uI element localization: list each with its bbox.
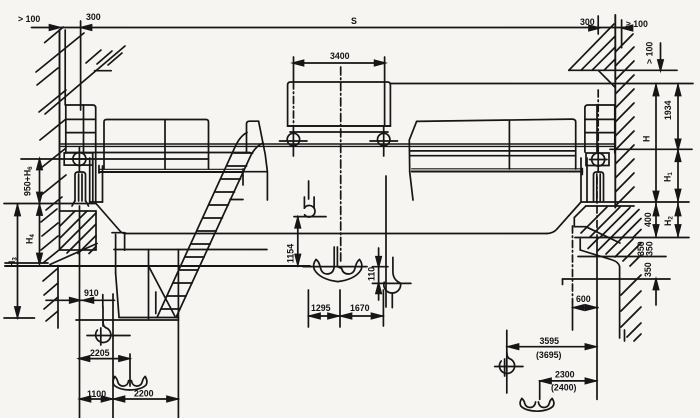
svg-text:910: 910 (84, 288, 99, 298)
svg-text:(2400): (2400) (551, 383, 576, 393)
svg-text:1100: 1100 (87, 389, 106, 399)
svg-text:300: 300 (580, 17, 595, 27)
svg-text:600: 600 (576, 294, 591, 304)
svg-text:(3695): (3695) (536, 350, 561, 360)
svg-text:1934: 1934 (663, 100, 673, 120)
svg-text:1154: 1154 (286, 244, 296, 263)
svg-text:≥ 100: ≥ 100 (626, 19, 648, 29)
svg-text:350: 350 (645, 241, 655, 256)
svg-text:> 100: > 100 (18, 14, 40, 24)
svg-text:350: 350 (643, 262, 653, 277)
svg-text:H2: H2 (663, 216, 675, 226)
svg-text:3595: 3595 (540, 336, 560, 346)
svg-text:S: S (351, 16, 357, 26)
svg-text:2300: 2300 (555, 370, 575, 380)
svg-text:H1: H1 (663, 172, 675, 182)
svg-text:H: H (642, 136, 652, 142)
svg-text:1295: 1295 (311, 303, 331, 313)
svg-text:350: 350 (636, 241, 646, 256)
svg-text:300: 300 (86, 12, 101, 22)
svg-text:2205: 2205 (90, 348, 110, 358)
svg-text:1670: 1670 (350, 303, 370, 313)
svg-text:400: 400 (643, 212, 653, 227)
svg-text:3400: 3400 (330, 51, 350, 61)
svg-text:> 100: > 100 (645, 42, 655, 64)
svg-text:950+H6: 950+H6 (23, 166, 35, 196)
svg-text:H4: H4 (25, 234, 37, 244)
svg-text:H3: H3 (7, 257, 19, 267)
svg-text:2200: 2200 (134, 389, 154, 399)
svg-text:110: 110 (367, 267, 377, 281)
